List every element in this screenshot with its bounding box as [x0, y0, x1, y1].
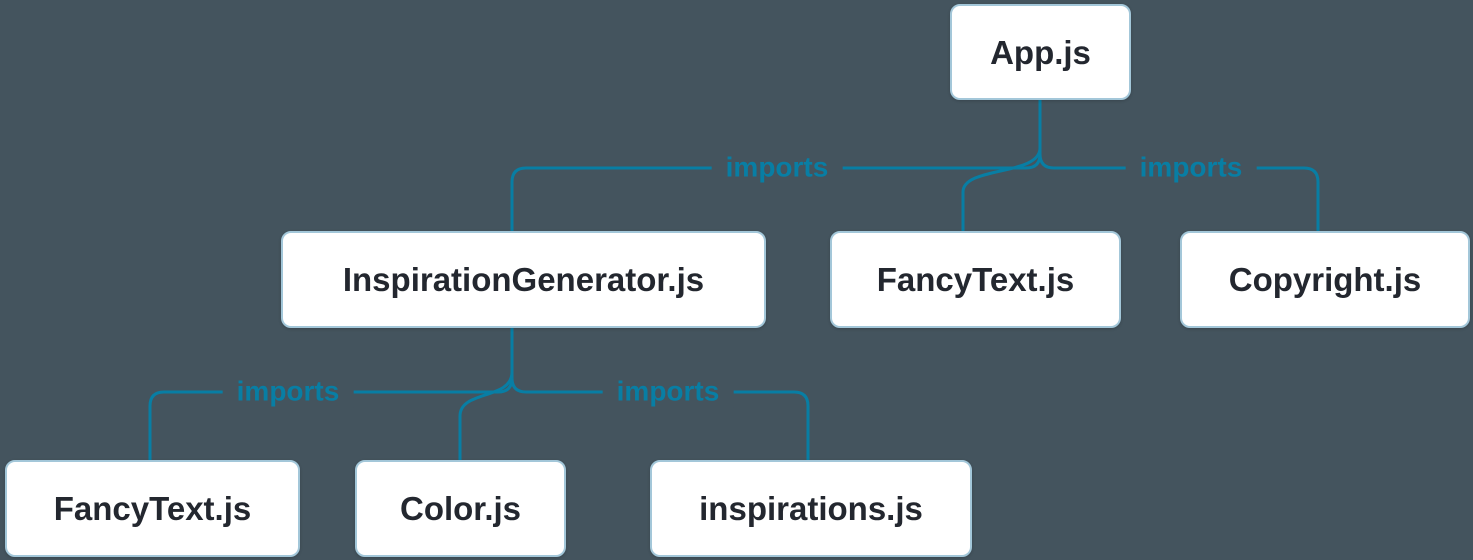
node-fancytext-js-bottom: FancyText.js — [5, 460, 300, 557]
node-copyright-js-label: Copyright.js — [1228, 261, 1422, 298]
node-fancytext-js-top-label: FancyText.js — [876, 261, 1075, 298]
node-inspirations-js-label: inspirations.js — [699, 490, 923, 527]
node-inspirations-js: inspirations.js — [650, 460, 972, 557]
node-app-js: App.js — [950, 4, 1131, 100]
edge-label-imports-app-left: imports — [711, 152, 843, 184]
node-app-js-label: App.js — [990, 33, 1091, 71]
node-fancytext-js-top: FancyText.js — [830, 231, 1121, 328]
edge-label-imports-ig-right: imports — [602, 376, 734, 408]
edge-label-imports-app-right: imports — [1125, 152, 1257, 184]
node-color-js-label: Color.js — [399, 490, 522, 527]
node-inspirationgenerator-js: InspirationGenerator.js — [281, 231, 766, 328]
node-inspirationgenerator-js-label: InspirationGenerator.js — [342, 261, 705, 298]
edge-inspirationgenerator-to-inspirations — [510, 376, 810, 462]
edge-app-to-fancytext — [961, 146, 1042, 233]
edge-app-to-copyright — [1038, 152, 1320, 233]
edge-inspirationgenerator-to-color — [458, 370, 514, 462]
node-fancytext-js-bottom-label: FancyText.js — [53, 490, 252, 527]
node-color-js: Color.js — [355, 460, 566, 557]
edge-label-imports-ig-left: imports — [222, 376, 354, 408]
node-copyright-js: Copyright.js — [1180, 231, 1470, 328]
